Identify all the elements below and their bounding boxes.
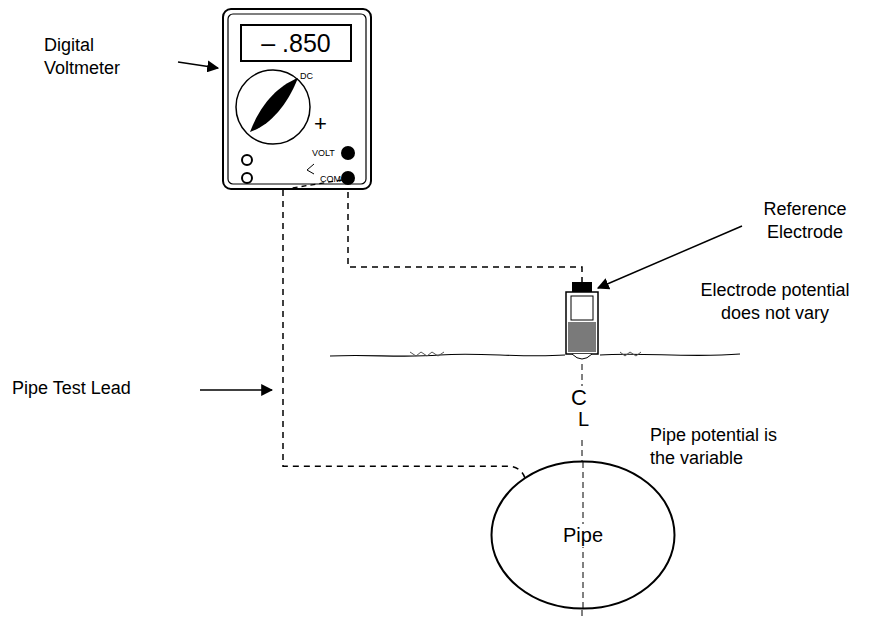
centerline-symbol: C <box>571 386 587 410</box>
leader-arrow <box>178 62 218 68</box>
reference-electrode <box>566 282 598 359</box>
polarity-sign: + <box>314 111 327 136</box>
display-reading: – .850 <box>261 29 331 58</box>
range-label: DC <box>300 71 313 81</box>
voltmeter-display: – .850 <box>240 24 352 62</box>
note-label: Electrode potential does not vary <box>684 279 866 326</box>
note-label: Pipe potential is the variable <box>650 424 784 471</box>
terminal-label: VOLT <box>312 148 335 158</box>
callout-label: Pipe Test Lead <box>12 377 131 400</box>
callout-label: Digital Voltmeter <box>44 34 154 81</box>
terminal-label: COM <box>320 174 341 184</box>
callout-label: Reference Electrode <box>730 198 880 245</box>
leader-arrow <box>598 226 742 288</box>
voltmeter-body: DC + VOLT COM – .850 <box>222 8 372 190</box>
test-lead-wire <box>283 190 525 478</box>
centerline-symbol: L <box>578 408 589 430</box>
soil-hatch <box>410 352 641 356</box>
pipe-label: Pipe <box>560 524 606 547</box>
leader-arrow <box>200 389 272 391</box>
ground-line <box>330 354 740 356</box>
pipe-circle: Pipe <box>490 460 676 610</box>
reference-lead <box>348 192 582 282</box>
center-line <box>582 364 583 386</box>
